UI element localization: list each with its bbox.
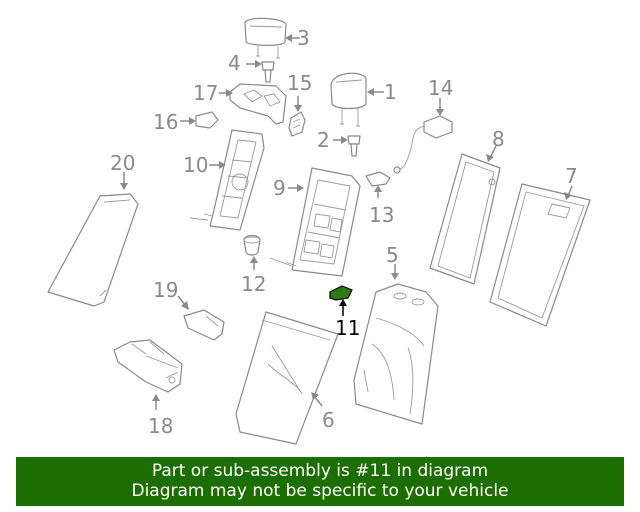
callout-9: 9	[273, 176, 286, 200]
callout-15: 15	[287, 71, 312, 95]
callout-14: 14	[428, 76, 453, 100]
callout-2: 2	[317, 128, 330, 152]
callout-18: 18	[148, 414, 173, 438]
callout-19: 19	[153, 278, 178, 302]
callout-11: 11	[335, 316, 360, 340]
part-18-bin	[113, 339, 183, 393]
part-16-cap	[195, 111, 219, 129]
part-13-clip	[365, 171, 391, 187]
callout-5: 5	[386, 243, 399, 267]
callout-16: 16	[153, 110, 178, 134]
part-4-guide	[261, 61, 275, 83]
part-17-trim	[229, 83, 287, 125]
part-12-grommet	[243, 234, 261, 256]
callout-8: 8	[492, 127, 505, 151]
part-15-bracket	[288, 111, 306, 137]
banner-line-1: Part or sub-assembly is #11 in diagram	[151, 461, 489, 481]
part-9-frame	[269, 167, 361, 277]
part-6-cushion	[235, 311, 339, 445]
callout-7: 7	[565, 164, 578, 188]
part-1-headrest	[330, 72, 367, 127]
part-5-seatback	[353, 283, 439, 425]
callout-12: 12	[241, 272, 266, 296]
callout-3: 3	[297, 26, 310, 50]
callout-10: 10	[183, 153, 208, 177]
callout-20: 20	[110, 151, 135, 175]
part-19-bracket	[183, 309, 225, 341]
callout-17: 17	[193, 81, 218, 105]
part-20-cover	[47, 193, 139, 307]
banner-line-2: Diagram may not be specific to your vehi…	[131, 481, 509, 501]
part-14-harness	[393, 115, 453, 174]
part-2-guide	[347, 135, 361, 157]
callout-4: 4	[228, 51, 241, 75]
parts-diagram: 3 4 17 15 16 1 2	[47, 17, 591, 445]
part-7-panel	[489, 183, 591, 327]
part-3-headrest	[244, 17, 287, 59]
callout-1: 1	[384, 80, 397, 104]
part-10-frame	[189, 129, 265, 231]
callout-13: 13	[369, 203, 394, 227]
part-11-highlighted	[329, 285, 353, 301]
callout-6: 6	[322, 408, 335, 432]
part-8-panel	[429, 153, 501, 285]
info-banner: Part or sub-assembly is #11 in diagram D…	[16, 457, 624, 506]
